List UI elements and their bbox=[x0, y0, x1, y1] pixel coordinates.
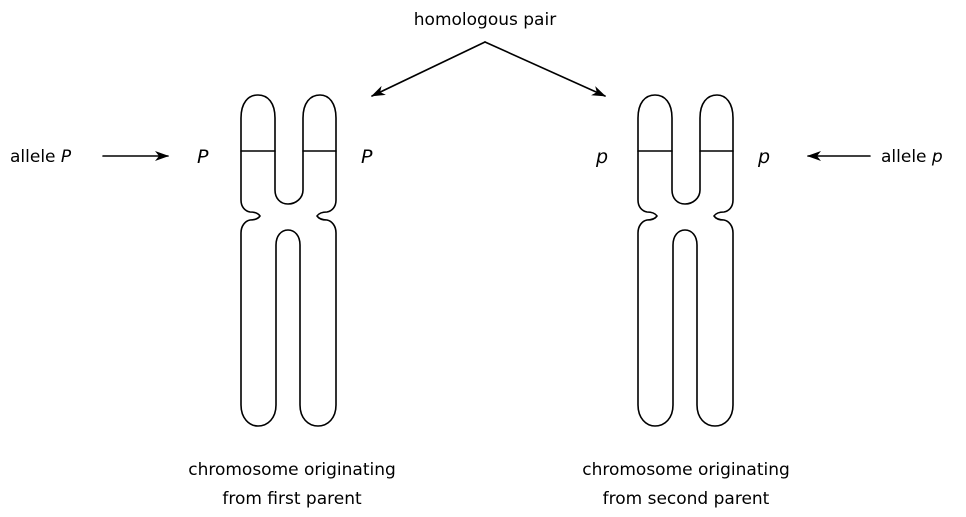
left-allele-label-outer: P bbox=[197, 146, 209, 168]
left-chromosome bbox=[241, 95, 336, 426]
right-chromosome bbox=[638, 95, 733, 426]
left-pointer-label: allele P bbox=[10, 147, 72, 167]
arrow-to-right-chromosome bbox=[485, 42, 605, 96]
right-caption-line-2: from second parent bbox=[603, 489, 770, 509]
right-chromatid-outline bbox=[638, 95, 733, 426]
left-allele-label-inner: P bbox=[361, 146, 373, 168]
homologous-pair-label: homologous pair bbox=[414, 10, 556, 30]
left-chromatid-upper-left bbox=[241, 95, 336, 426]
left-caption-line-2: from first parent bbox=[222, 489, 362, 509]
right-caption-line-1: chromosome originating bbox=[582, 460, 790, 480]
right-allele-label-inner: p bbox=[757, 146, 770, 168]
right-allele-label-outer: p bbox=[595, 146, 608, 168]
right-pointer-label: allele p bbox=[881, 147, 943, 167]
left-caption-line-1: chromosome originating bbox=[188, 460, 396, 480]
arrow-to-left-chromosome bbox=[372, 42, 485, 96]
